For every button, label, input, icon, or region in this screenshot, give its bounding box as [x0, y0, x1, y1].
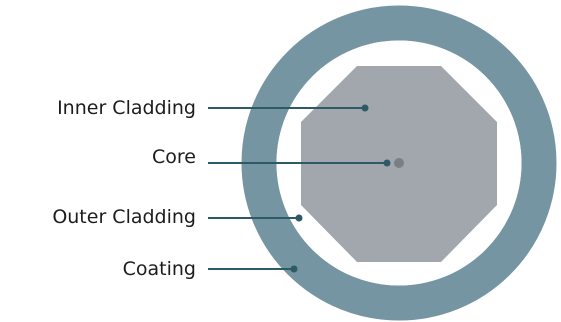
leader-dot-inner-cladding [361, 104, 369, 112]
leader-dot-coating [290, 265, 298, 273]
label-core: Core [152, 146, 196, 168]
leader-dot-outer-cladding [295, 214, 303, 222]
leader-dot-core [383, 159, 391, 167]
label-coating: Coating [122, 258, 196, 280]
label-inner-cladding: Inner Cladding [57, 97, 196, 119]
label-outer-cladding: Outer Cladding [52, 206, 196, 228]
core-dot [394, 158, 404, 168]
